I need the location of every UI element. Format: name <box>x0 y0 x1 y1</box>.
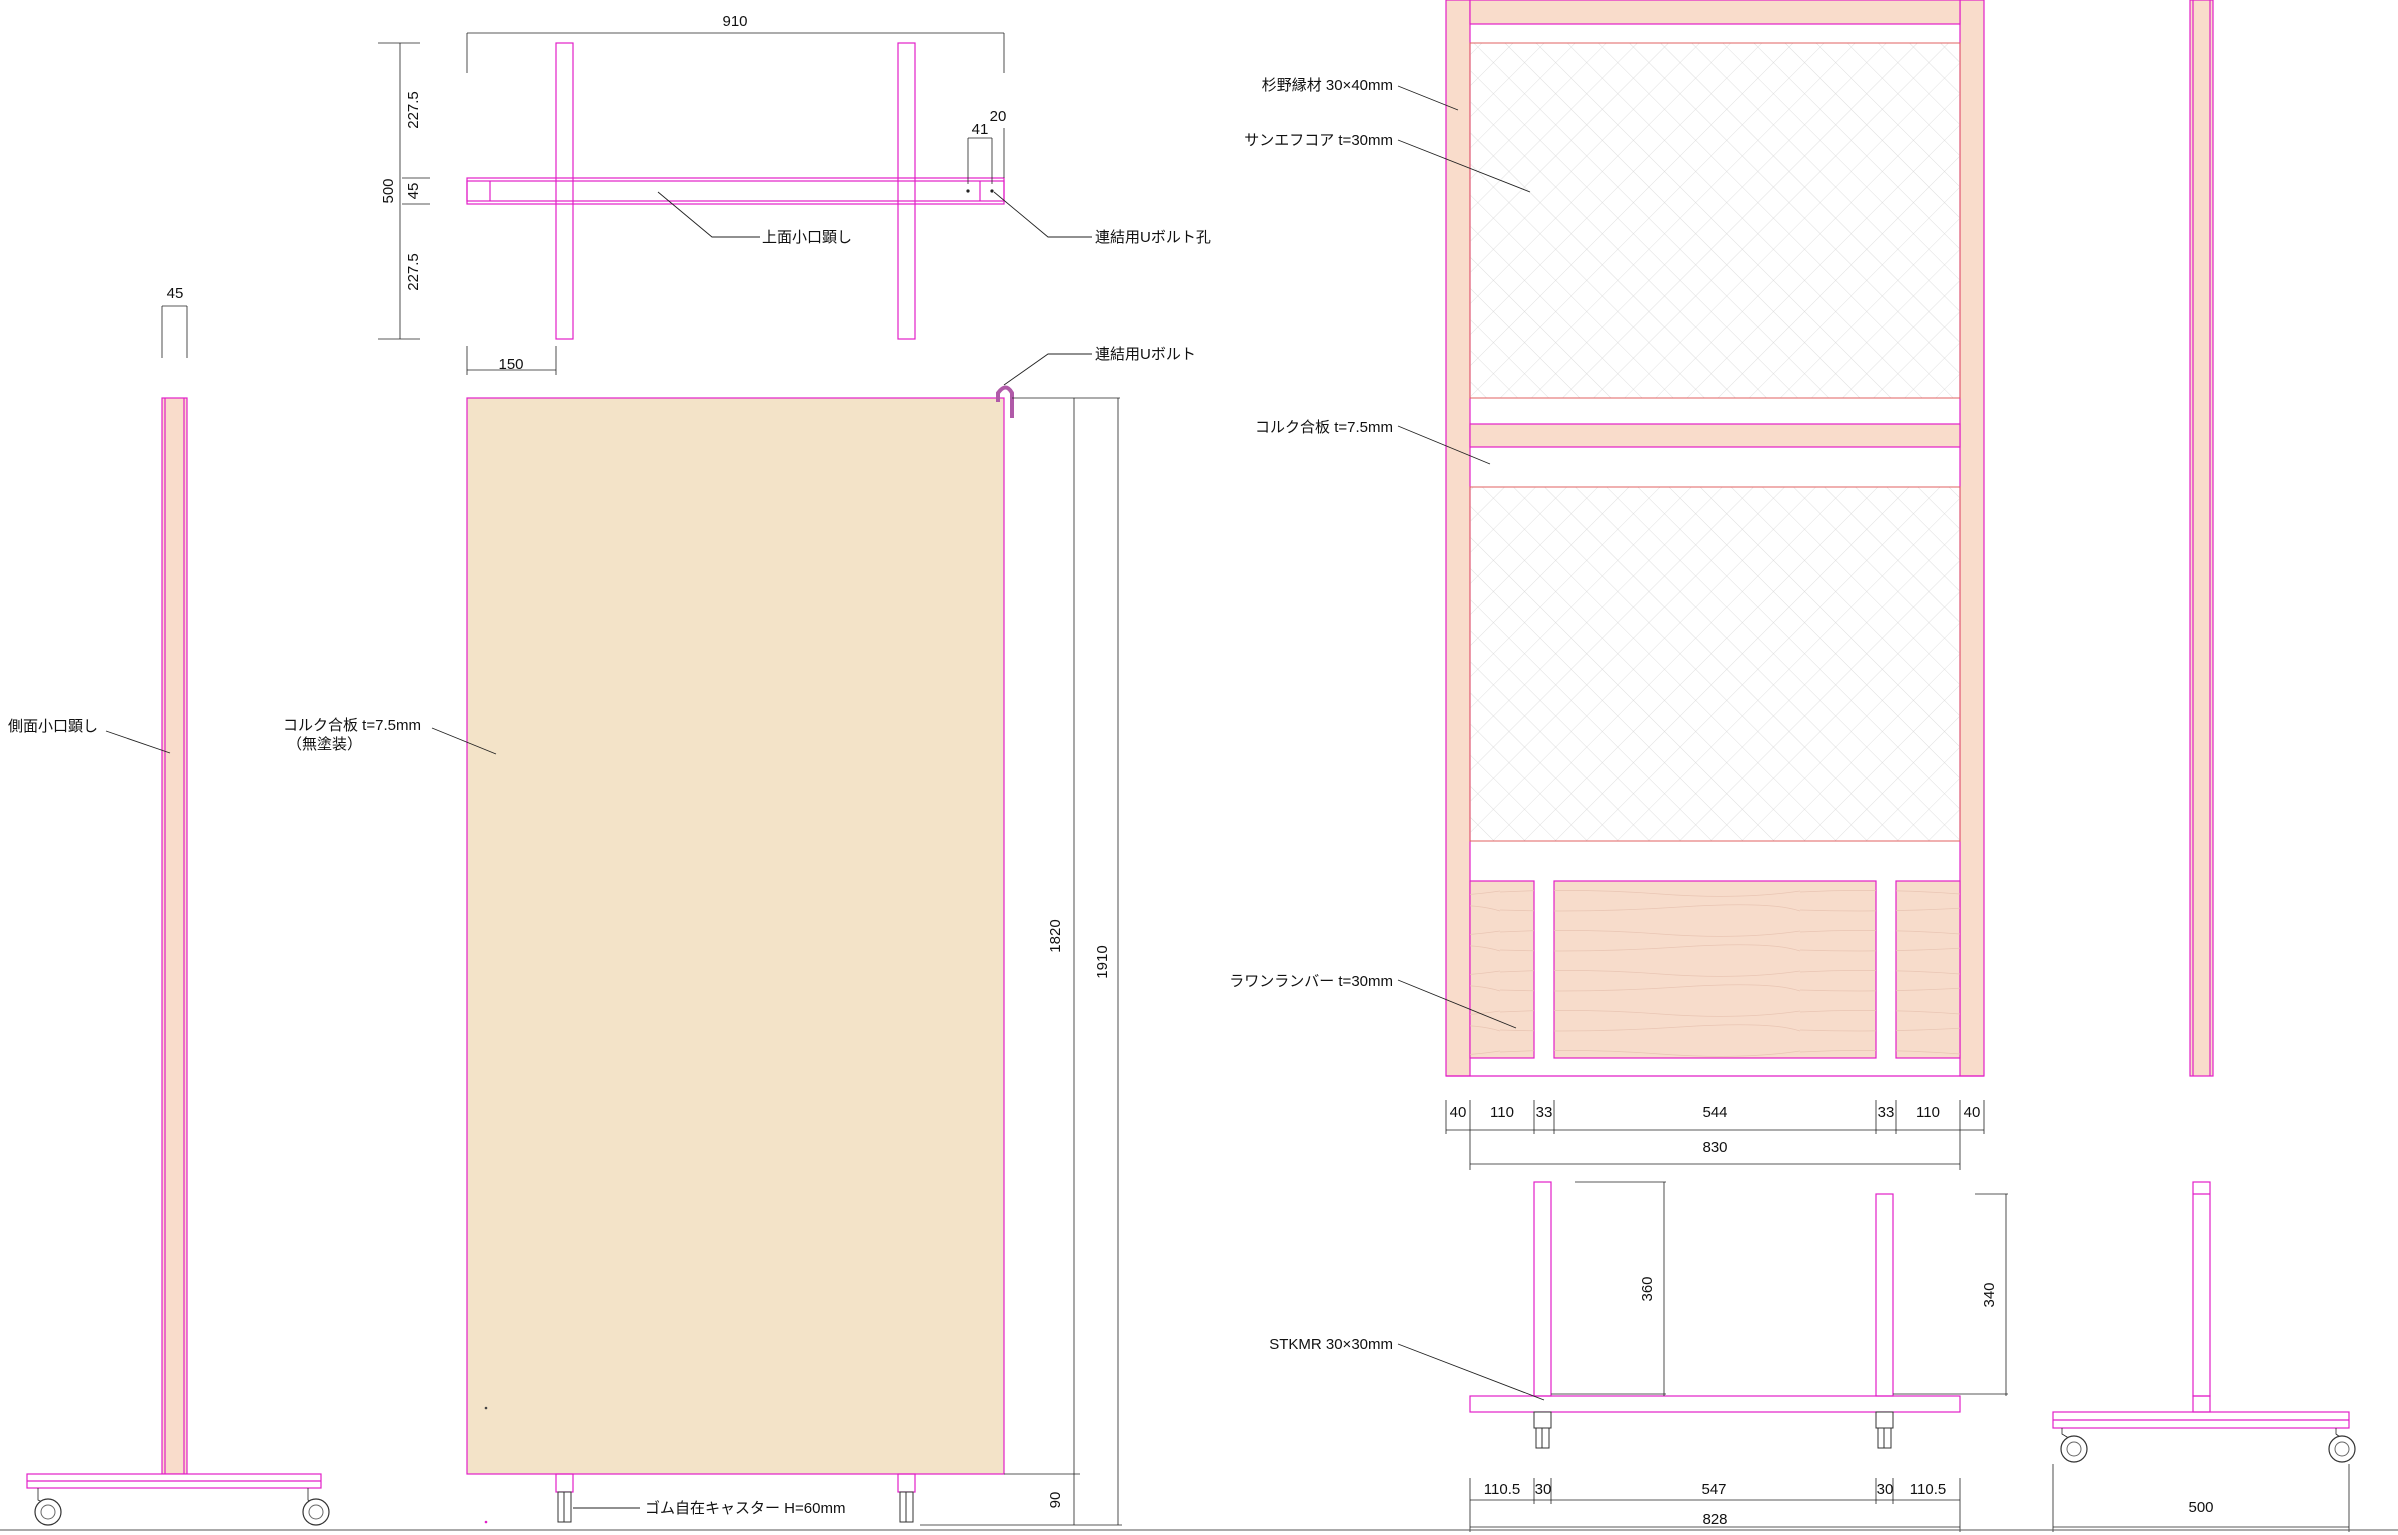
dim-w1: 40 <box>1450 1104 1467 1121</box>
label-core: サンエフコア t=30mm <box>1244 132 1393 149</box>
structure-width-dims: 40 110 33 544 33 110 40 830 <box>1445 1100 1985 1170</box>
label-lauan: ラワンランバー t=30mm <box>1229 973 1393 990</box>
dim-b5: 110.5 <box>1910 1481 1946 1498</box>
dim-leg-360: 360 <box>1639 1276 1656 1301</box>
dim-w7: 40 <box>1964 1104 1981 1121</box>
dim-1820: 1820 <box>1047 919 1064 952</box>
side-view-right: 500 <box>2052 0 2356 1532</box>
cork-panel <box>466 397 1005 1475</box>
u-bolt-icon <box>996 385 1014 418</box>
side-right-caster-left <box>2060 1428 2088 1463</box>
label-cork: コルク合板 t=7.5mm <box>1255 418 1393 436</box>
dim-b1: 110.5 <box>1484 1481 1520 1498</box>
frame-rail-mid <box>1469 423 1961 448</box>
dim-45-mid: 45 <box>405 183 422 200</box>
side-right-post <box>2189 0 2214 1077</box>
front-view: 連結用Uボルト ゴム自在キャスター H=60mm コルク合板 t=7.5mm （… <box>283 346 1196 1526</box>
base-assembly: 360 340 STKMR 30×30mm 110.5 30 547 30 11… <box>1269 1181 2008 1532</box>
dim-227-5-upper: 227.5 <box>405 91 422 129</box>
dim-500-right: 500 <box>2188 1499 2213 1516</box>
dim-w4: 544 <box>1702 1104 1727 1121</box>
dim-base-total: 828 <box>1702 1511 1727 1528</box>
dim-1910: 1910 <box>1094 945 1111 978</box>
dim-150: 150 <box>498 356 523 373</box>
front-caster-left <box>555 1473 574 1523</box>
dim-leg-340: 340 <box>1981 1282 1998 1307</box>
core-panel-lower <box>1469 486 1961 842</box>
dim-20: 20 <box>990 108 1007 125</box>
dim-500: 500 <box>380 178 397 203</box>
dim-90: 90 <box>1047 1492 1064 1509</box>
dim-b3: 547 <box>1701 1481 1726 1498</box>
dim-910: 910 <box>722 13 747 30</box>
label-bolt-hole: 連結用Uボルト孔 <box>1095 229 1211 246</box>
frame-rail-top <box>1469 0 1961 25</box>
dim-227-5-lower: 227.5 <box>405 253 422 291</box>
dim-45-side: 45 <box>167 285 184 302</box>
base-caster-left <box>1533 1411 1552 1449</box>
dim-w2: 110 <box>1490 1104 1514 1121</box>
side-right-caster-right <box>2328 1428 2356 1463</box>
top-view-panel <box>466 177 1005 205</box>
dim-b4: 30 <box>1877 1481 1894 1498</box>
label-cork-line1: コルク合板 t=7.5mm <box>283 716 421 734</box>
label-u-bolt: 連結用Uボルト <box>1095 346 1196 363</box>
label-side-edge: 側面小口顕し <box>8 718 98 735</box>
dim-w6: 110 <box>1916 1104 1940 1121</box>
side-left-post <box>161 397 188 1475</box>
label-stkmr: STKMR 30×30mm <box>1269 1336 1393 1353</box>
dim-b2: 30 <box>1535 1481 1552 1498</box>
side-right-lower-post <box>2192 1181 2211 1397</box>
label-caster: ゴム自在キャスター H=60mm <box>645 1499 845 1517</box>
dim-41: 41 <box>972 121 989 138</box>
base-beam <box>1469 1395 1961 1413</box>
structure-view: 杉野縁材 30×40mm サンエフコア t=30mm コルク合板 t=7.5mm… <box>1229 0 2008 1532</box>
dim-inner: 830 <box>1702 1139 1727 1156</box>
side-left-caster-left <box>34 1488 62 1526</box>
top-view: 910 500 227.5 45 227.5 41 20 150 上面小口顕し … <box>378 13 1211 375</box>
core-panel-upper <box>1469 42 1961 399</box>
top-view-leg-left <box>555 42 574 340</box>
label-top-edge: 上面小口顕し <box>762 229 852 246</box>
dim-w3: 33 <box>1536 1104 1553 1121</box>
leg-right <box>1875 1193 1894 1397</box>
frame-stile-left <box>1445 0 1471 1077</box>
leg-left <box>1533 1181 1552 1397</box>
label-cork-line2: （無塗装） <box>287 735 362 753</box>
dim-w5: 33 <box>1878 1104 1895 1121</box>
side-view-left: 45 側面小口顕し <box>8 285 330 1526</box>
label-cedar-frame: 杉野縁材 30×40mm <box>1262 77 1393 94</box>
top-view-leg-right <box>897 42 916 340</box>
side-left-caster-right <box>302 1488 330 1526</box>
frame-stile-right <box>1959 0 1985 1077</box>
front-caster-right <box>897 1473 916 1523</box>
base-caster-right <box>1875 1411 1894 1449</box>
